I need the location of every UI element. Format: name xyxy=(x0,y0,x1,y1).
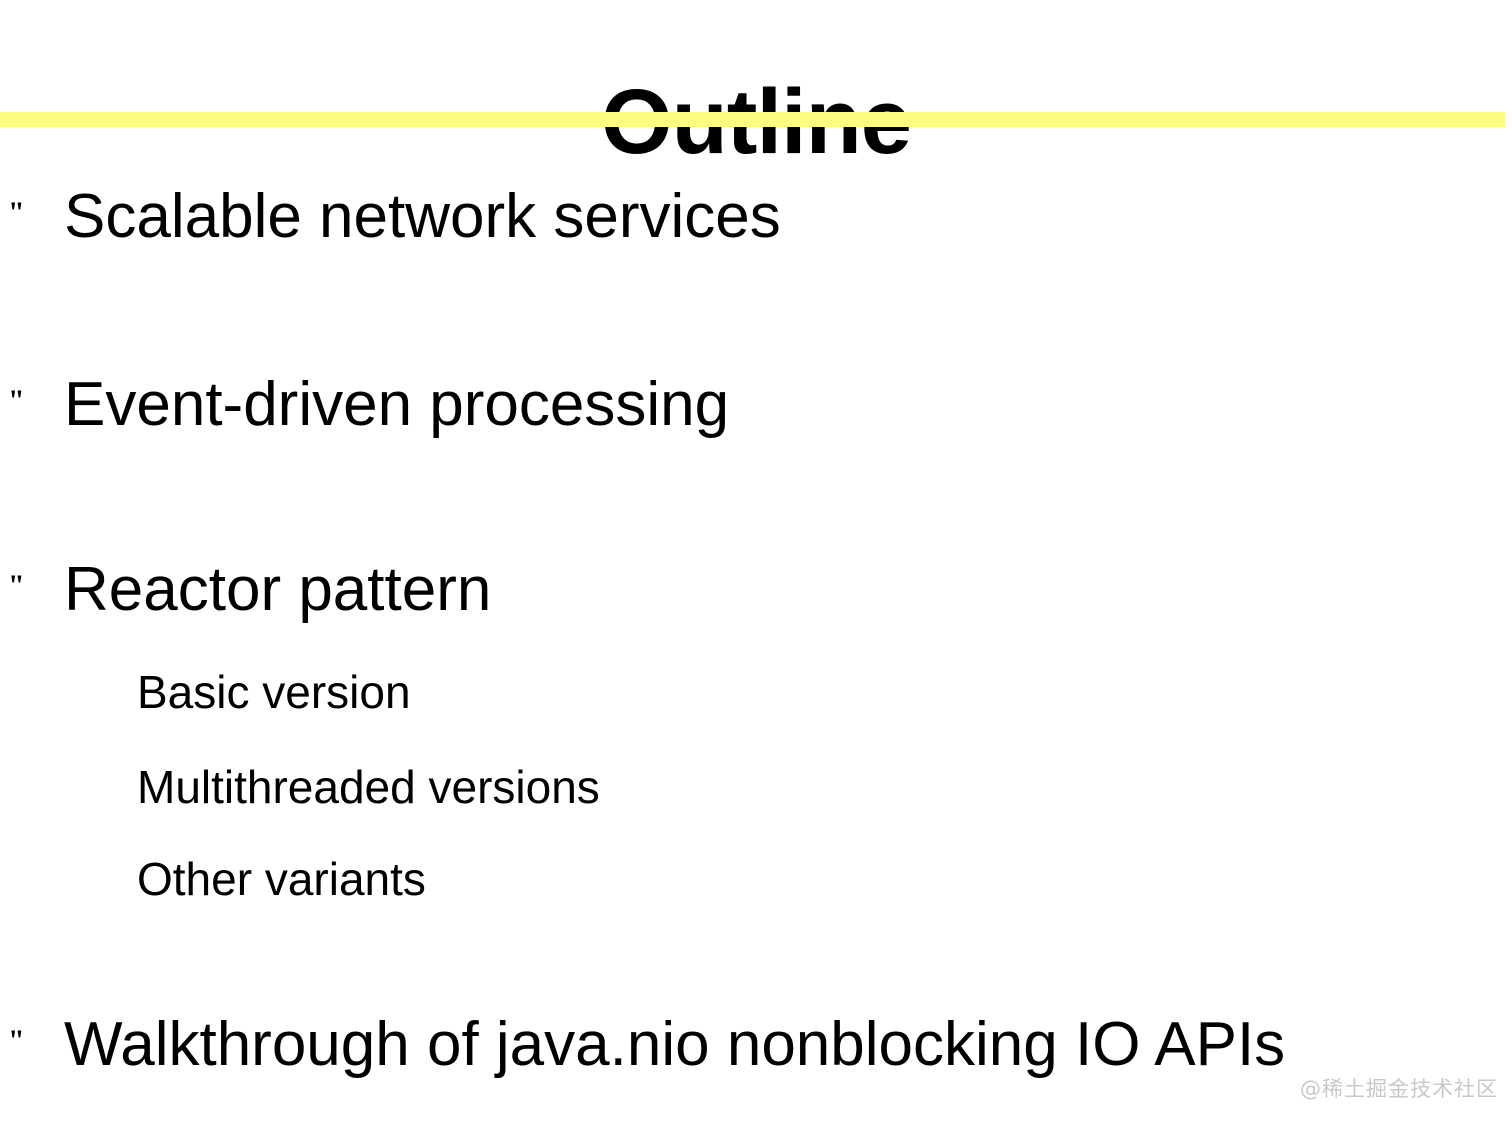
sub-list-item-label: Other variants xyxy=(137,853,426,905)
bullet-marker-icon: " xyxy=(8,196,25,229)
list-item-label: Event-driven processing xyxy=(64,370,730,439)
bullet-marker-icon: " xyxy=(8,1024,25,1057)
watermark-text: @稀土掘金技术社区 xyxy=(1300,1077,1498,1101)
bullet-marker-icon: " xyxy=(8,569,25,602)
list-item-label: Scalable network services xyxy=(64,182,781,251)
title-underline-rule xyxy=(0,112,1505,127)
sub-list-item-label: Basic version xyxy=(137,666,411,718)
list-item-label: Walkthrough of java.nio nonblocking IO A… xyxy=(64,1010,1286,1079)
list-item-label: Reactor pattern xyxy=(64,555,492,624)
sub-list-item-label: Multithreaded versions xyxy=(137,761,600,813)
bullet-marker-icon: " xyxy=(8,384,25,417)
